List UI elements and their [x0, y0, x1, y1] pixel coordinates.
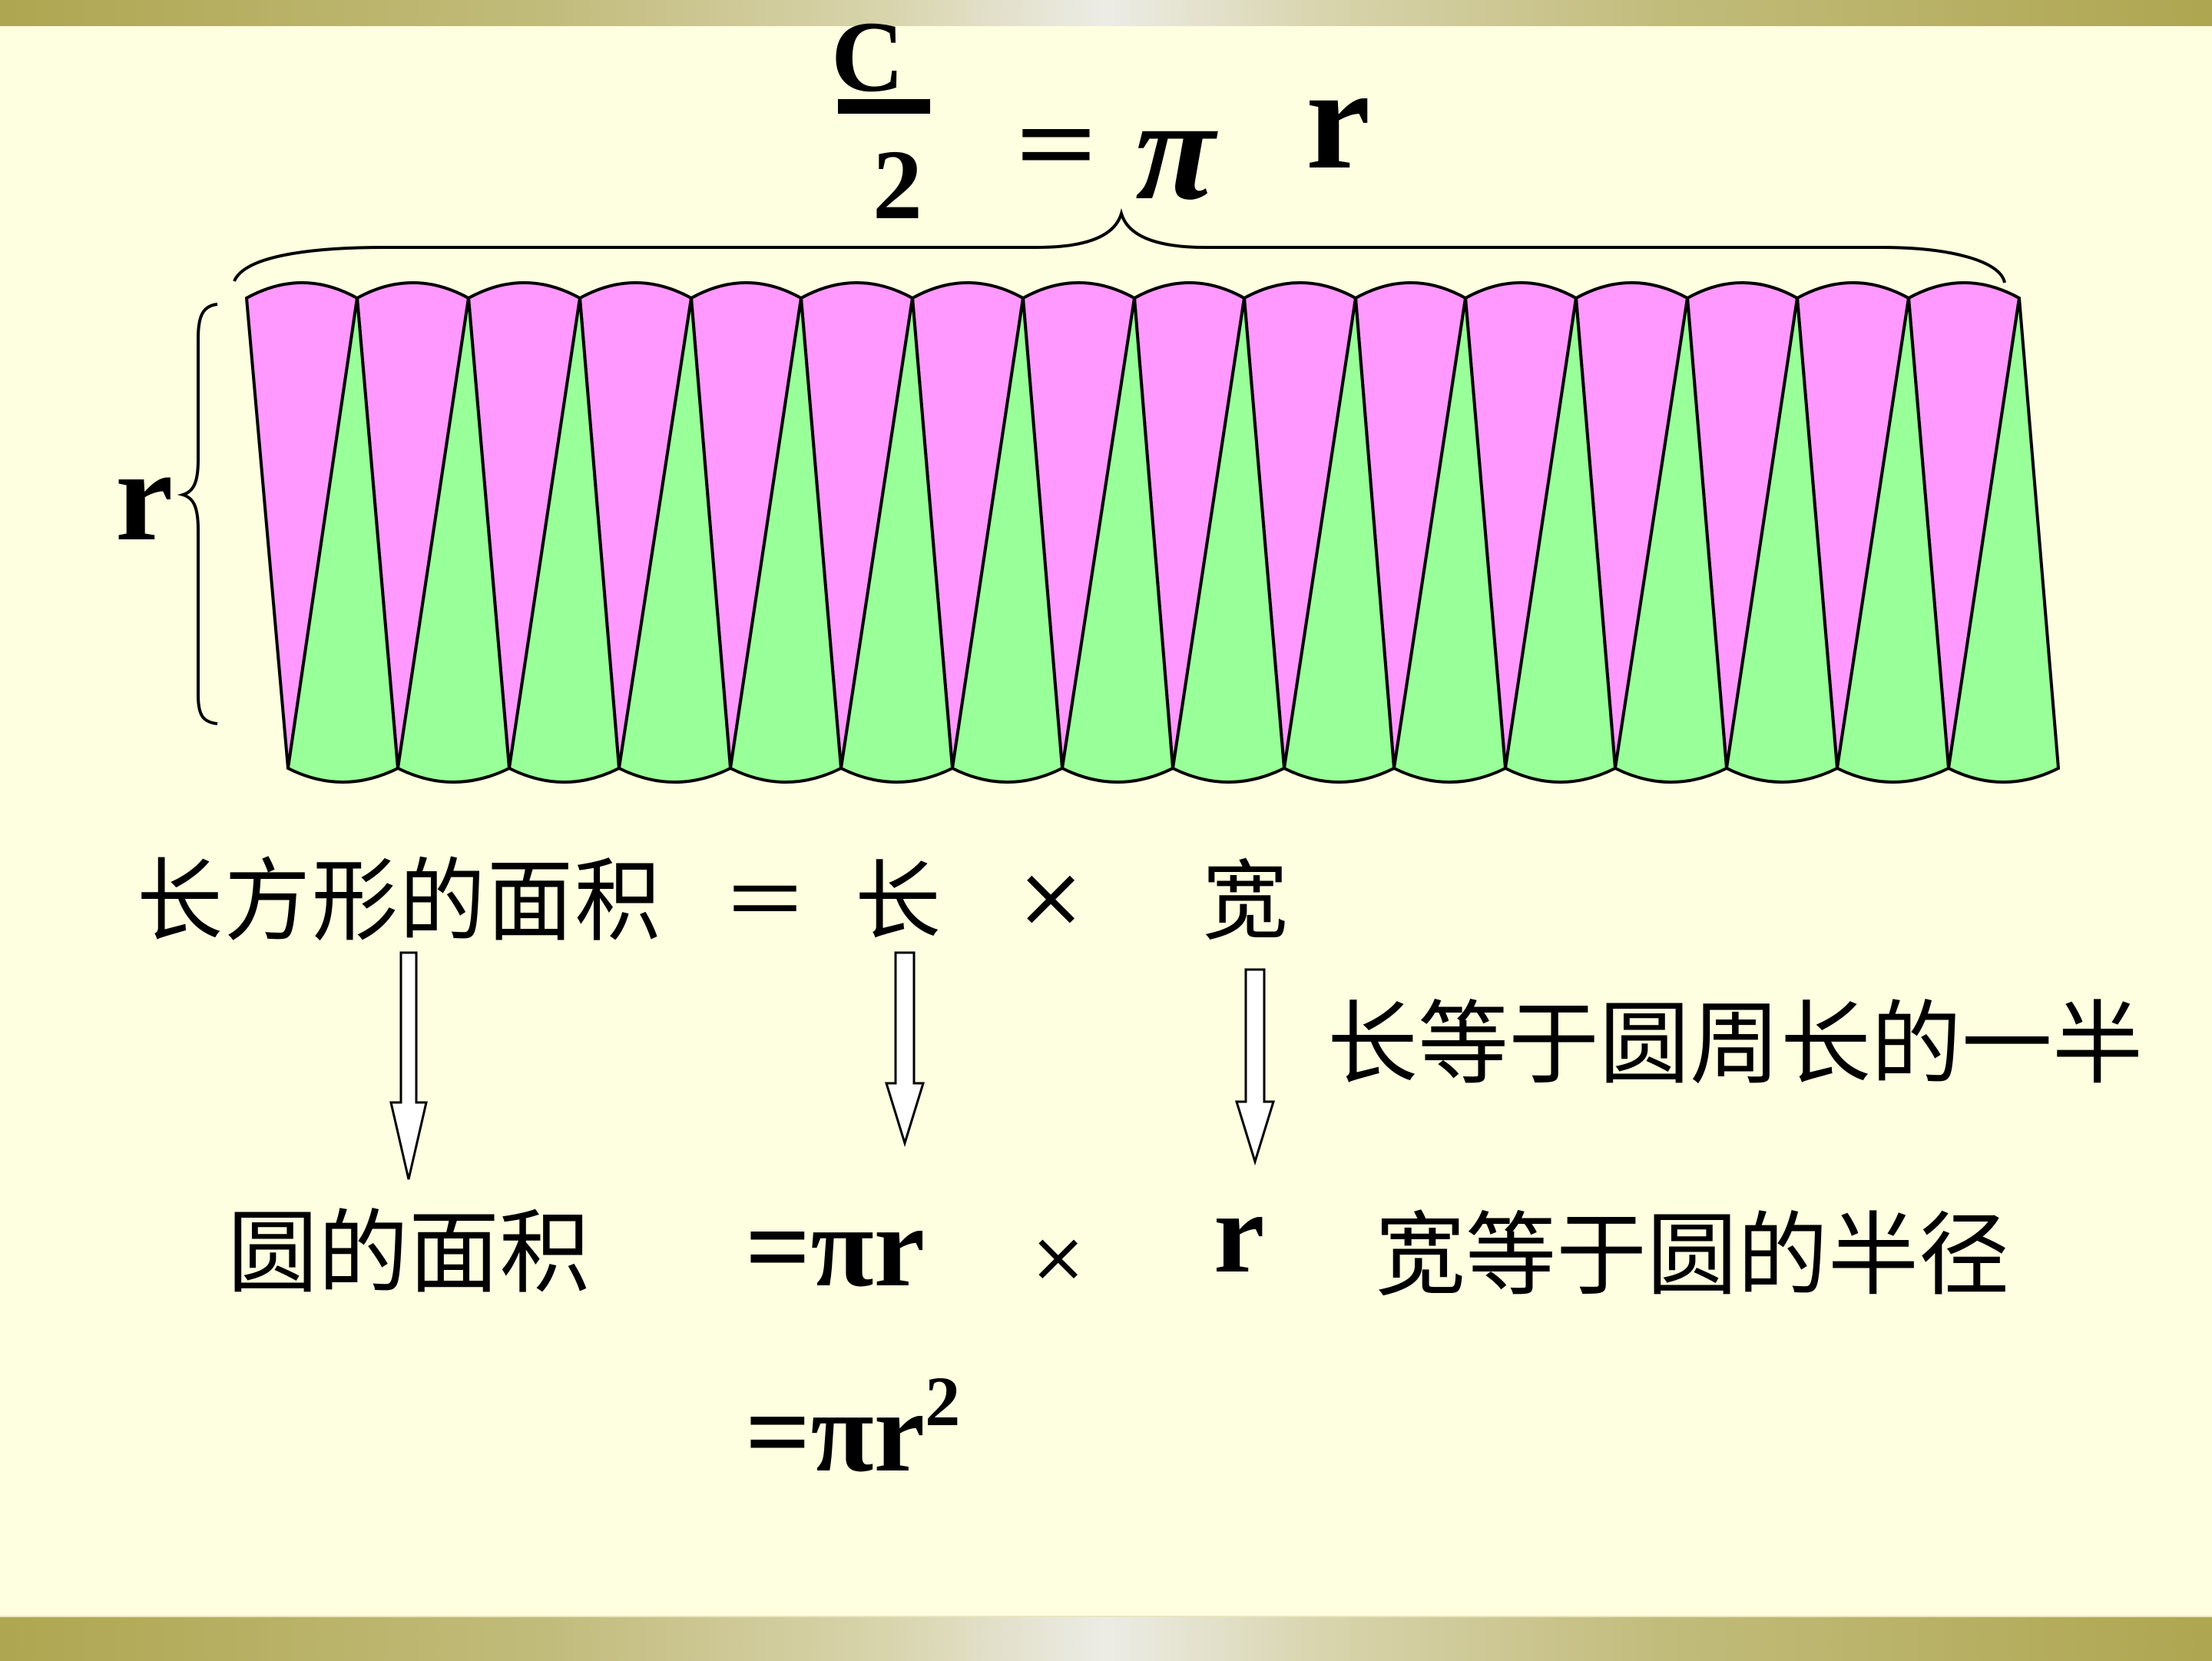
top-length-brace	[233, 207, 2006, 283]
side-label-r: r	[115, 423, 174, 568]
times-sign: ×	[1015, 847, 1087, 946]
formula-r: r	[1306, 38, 1371, 200]
formula-numerator-c: C	[831, 0, 905, 113]
circle-area-label: 圆的面积	[227, 1200, 591, 1306]
rect-equals-sign: ＝	[722, 852, 808, 952]
top-decorative-band	[0, 0, 2212, 26]
area-result: =πr2	[745, 1366, 960, 1490]
length-label: 长	[855, 852, 941, 952]
fraction-bar	[838, 99, 930, 114]
area-result-exponent: 2	[925, 1362, 961, 1441]
length-note: 长等于圆周长的一半	[1327, 991, 2144, 1097]
green-sector	[1946, 297, 2061, 784]
rect-area-label: 长方形的面积	[137, 849, 662, 955]
pi-r-expression: =πr	[745, 1183, 926, 1311]
width-label: 宽	[1202, 852, 1288, 952]
formula-equals: =	[1015, 81, 1098, 208]
arrow-down-icon	[884, 951, 926, 1148]
bottom-decorative-band	[0, 1616, 2212, 1661]
arrow-down-icon	[389, 951, 428, 1180]
area-result-base: =πr	[745, 1368, 926, 1496]
formula-denominator-2: 2	[873, 130, 922, 240]
left-radius-brace	[177, 303, 218, 725]
r-factor: r	[1214, 1169, 1265, 1297]
formula-pi: π	[1135, 69, 1215, 230]
times-sign-small: ×	[1029, 1217, 1088, 1298]
arrow-down-icon	[1234, 968, 1276, 1166]
width-note: 宽等于圆的半径	[1375, 1202, 2010, 1308]
